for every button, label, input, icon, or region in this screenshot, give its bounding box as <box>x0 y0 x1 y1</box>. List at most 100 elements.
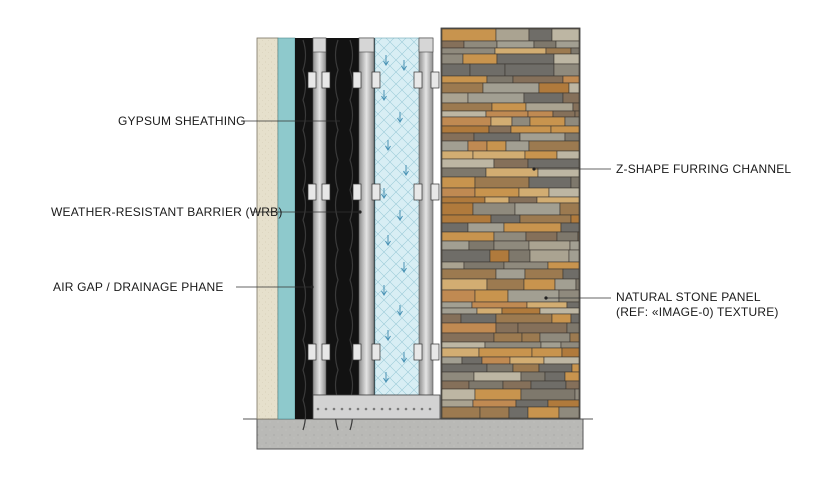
stone-piece <box>508 196 538 204</box>
stone-piece <box>571 363 580 373</box>
stone-piece <box>496 40 535 49</box>
stone-piece <box>441 322 497 334</box>
stone-piece <box>474 289 509 303</box>
board-sheathing-layer <box>277 37 296 420</box>
stone-piece <box>441 132 475 142</box>
leader-furring-dot <box>532 167 536 171</box>
stone-piece <box>538 363 573 373</box>
stud-cap-middle <box>358 37 375 53</box>
stone-piece <box>503 261 549 270</box>
drainage-arrow <box>397 112 403 123</box>
stone-piece <box>493 240 530 251</box>
stone-piece <box>501 307 541 315</box>
stone-piece <box>566 322 580 334</box>
stone-piece <box>520 388 576 401</box>
stone-piece <box>527 406 560 419</box>
stone-piece <box>441 150 474 160</box>
stone-piece <box>441 176 476 189</box>
stone-piece <box>533 40 557 49</box>
stone-piece <box>521 332 541 343</box>
stone-piece <box>441 116 492 127</box>
fastener-clip <box>371 71 381 89</box>
fastener-clip <box>371 183 381 201</box>
stone-piece <box>524 268 564 280</box>
stone-piece <box>511 116 531 127</box>
stone-piece <box>515 399 549 408</box>
stone-piece <box>519 214 572 224</box>
stone-piece <box>528 28 553 42</box>
stone-piece <box>508 406 529 419</box>
stone-piece <box>441 140 469 152</box>
stone-piece <box>441 301 473 309</box>
stone-piece <box>441 371 475 382</box>
stone-piece <box>512 363 540 373</box>
stone-piece <box>441 289 476 303</box>
stone-piece <box>503 222 562 233</box>
stone-piece <box>474 187 520 198</box>
stone-piece <box>441 214 492 224</box>
label-gypsum-sheathing: GYPSUM SHEATHING <box>118 114 246 128</box>
stone-piece <box>469 63 506 77</box>
stone-piece <box>538 82 570 94</box>
fastener-clip <box>430 183 440 201</box>
stone-piece <box>491 102 527 112</box>
stone-piece <box>441 268 497 280</box>
fastener-clip <box>321 343 331 361</box>
track-perforation <box>388 407 392 411</box>
stone-piece <box>474 388 522 401</box>
stone-piece <box>539 332 571 343</box>
stone-piece <box>472 150 526 160</box>
channel-cap <box>418 37 434 53</box>
stone-piece <box>495 268 526 280</box>
stone-piece <box>555 40 580 49</box>
stone-piece <box>551 313 572 324</box>
stone-piece <box>530 380 567 390</box>
stone-piece <box>550 125 580 134</box>
stone-piece <box>518 187 550 198</box>
stone-piece <box>463 261 505 270</box>
stone-piece <box>493 332 523 343</box>
drainage-arrow <box>397 305 403 316</box>
stone-piece <box>553 53 580 65</box>
base-track-perforations <box>316 407 432 411</box>
track-perforation <box>316 407 320 411</box>
stone-piece <box>544 371 566 382</box>
stone-piece <box>485 167 539 178</box>
stone-piece <box>564 371 580 382</box>
stone-piece <box>486 278 525 291</box>
stone-piece <box>569 332 580 343</box>
drainage-arrow <box>403 165 409 176</box>
track-perforation <box>428 407 432 411</box>
stone-piece <box>528 140 580 152</box>
stone-piece <box>562 92 580 104</box>
stone-piece <box>467 140 488 152</box>
stone-piece <box>462 53 498 65</box>
stone-courses <box>441 28 580 419</box>
stone-piece <box>529 249 570 263</box>
stone-piece <box>441 102 493 112</box>
stone-piece <box>496 53 555 65</box>
stone-piece <box>441 167 487 178</box>
stone-piece <box>441 341 486 349</box>
stone-piece <box>461 356 483 365</box>
stone-piece <box>441 388 476 401</box>
fastener-clip <box>307 183 317 201</box>
stone-piece <box>441 63 471 77</box>
fastener-clips <box>307 71 440 361</box>
stone-piece <box>463 40 498 49</box>
fastener-clip <box>430 343 440 361</box>
stone-piece <box>525 231 558 242</box>
stone-piece <box>472 399 517 408</box>
stone-piece <box>566 301 580 309</box>
label-furring-channel: Z-SHAPE FURRING CHANNEL <box>616 162 792 176</box>
stone-piece <box>488 125 512 134</box>
stone-piece <box>556 150 580 160</box>
stone-piece <box>525 102 574 112</box>
stone-piece <box>562 75 580 84</box>
stone-piece <box>526 301 568 309</box>
stone-piece <box>468 240 495 251</box>
leader-stone-dot <box>544 296 548 300</box>
stone-piece <box>441 125 490 134</box>
stone-piece <box>486 140 507 152</box>
track-perforation <box>324 407 328 411</box>
